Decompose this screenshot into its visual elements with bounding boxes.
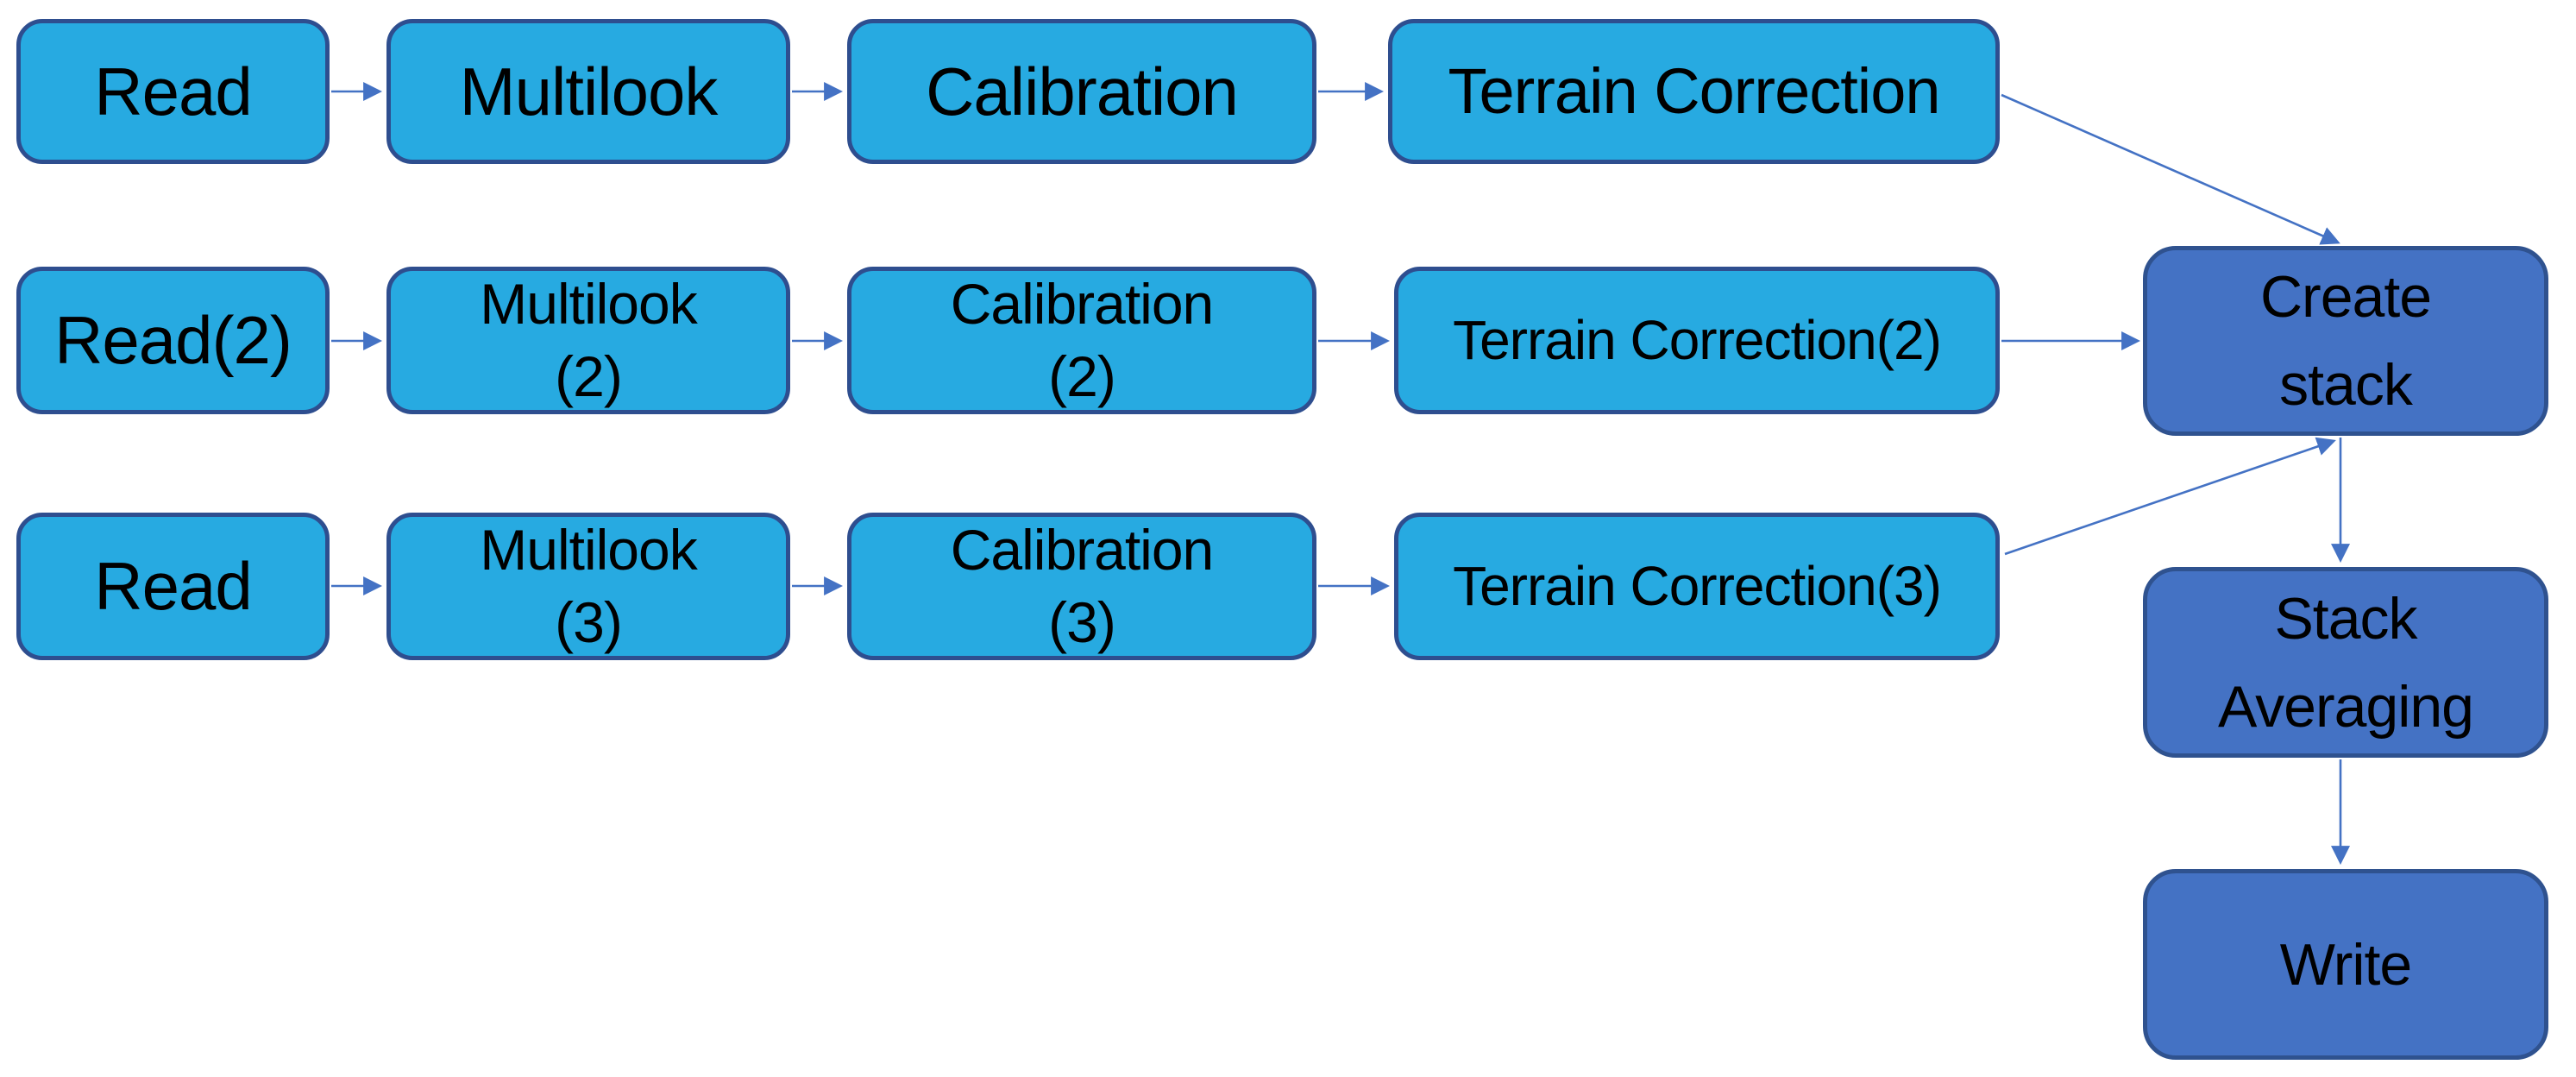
node-label: Terrain Correction(2) — [1453, 309, 1942, 372]
node-terrain-correction-1: Terrain Correction — [1388, 19, 2000, 164]
node-read-3: Read — [16, 513, 330, 660]
node-calibration-3: Calibration (3) — [847, 513, 1316, 660]
node-write: Write — [2143, 869, 2548, 1060]
node-create-stack: Create stack — [2143, 246, 2548, 436]
node-calibration-1: Calibration — [847, 19, 1316, 164]
node-terrain-correction-3: Terrain Correction(3) — [1394, 513, 2000, 660]
node-label: Read(2) — [54, 302, 292, 379]
node-multilook-2: Multilook (2) — [386, 267, 790, 414]
node-terrain-correction-2: Terrain Correction(2) — [1394, 267, 2000, 414]
node-stack-averaging: Stack Averaging — [2143, 567, 2548, 758]
node-read-2: Read(2) — [16, 267, 330, 414]
node-calibration-2: Calibration (2) — [847, 267, 1316, 414]
connector-terrain1-create-stack — [2001, 93, 2340, 245]
node-multilook-1: Multilook — [386, 19, 790, 164]
node-label: Create stack — [2259, 264, 2432, 418]
node-label: Multilook — [459, 53, 719, 129]
node-label: Calibration (3) — [950, 518, 1214, 654]
node-read-1: Read — [16, 19, 330, 164]
node-multilook-3: Multilook (3) — [386, 513, 790, 660]
node-label: Read — [94, 548, 252, 625]
node-label: Calibration — [926, 53, 1239, 129]
node-label: Terrain Correction(3) — [1453, 555, 1942, 618]
node-label: Calibration (2) — [950, 272, 1214, 408]
node-label: Multilook (2) — [480, 272, 697, 408]
node-label: Write — [2279, 931, 2412, 998]
node-label: Terrain Correction — [1448, 55, 1940, 128]
node-label: Read — [94, 53, 252, 129]
node-label: Multilook (3) — [480, 518, 697, 654]
node-label: Stack Averaging — [2218, 585, 2474, 740]
connector-terrain3-create-stack — [2004, 437, 2336, 556]
